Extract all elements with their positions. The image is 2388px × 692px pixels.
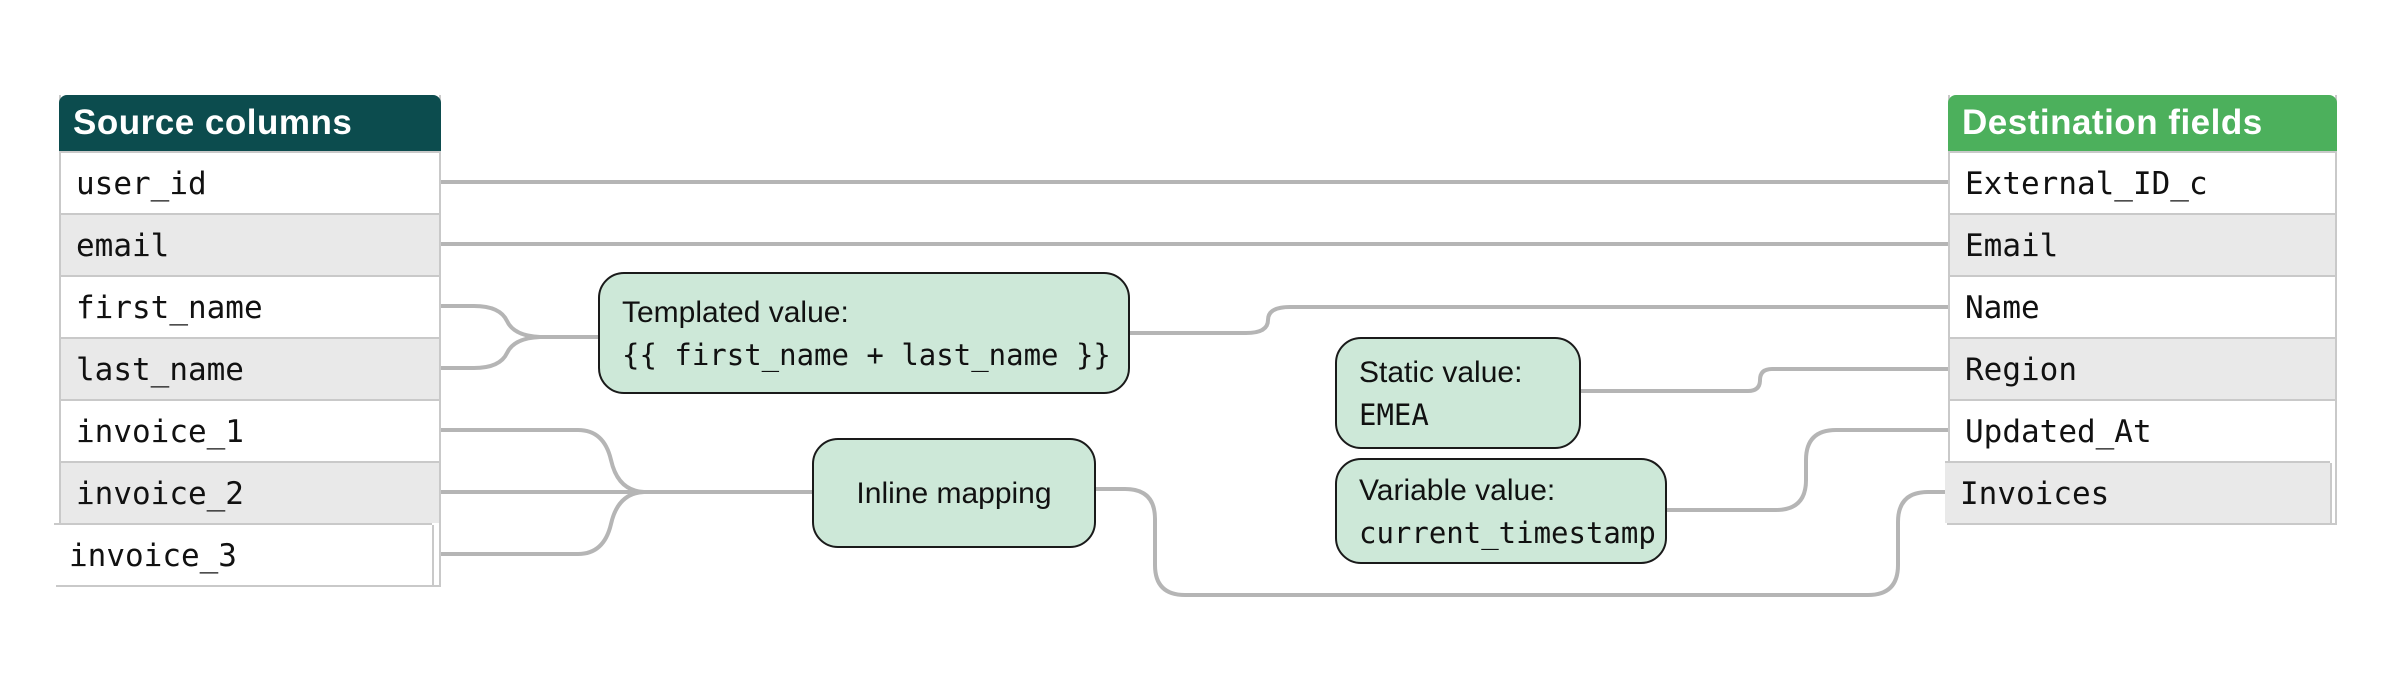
- node-label: Static value:: [1359, 355, 1523, 389]
- table-row: External_ID_c: [1950, 151, 2335, 213]
- connector-first-name-to-templated: [441, 304, 598, 339]
- transform-node-variable-value: Variable value: current_timestamp: [1335, 458, 1667, 564]
- node-label: Variable value:: [1359, 473, 1556, 507]
- table-row: invoice_3: [54, 523, 432, 585]
- connector-templated-to-name: [1130, 305, 1948, 335]
- table-row: Region: [1950, 337, 2335, 399]
- table-row: Name: [1950, 275, 2335, 337]
- destination-table: Destination fields External_ID_c Email N…: [1945, 95, 2337, 525]
- connector-last-name-to-templated: [441, 335, 598, 370]
- node-code: current_timestamp: [1359, 515, 1656, 550]
- node-code: {{ first_name + last_name }}: [622, 337, 1111, 372]
- connector-variable-to-updated-at: [1667, 428, 1948, 512]
- node-label: Templated value:: [622, 295, 849, 329]
- node-label: Inline mapping: [856, 476, 1052, 510]
- connector-invoice-1-to-inline: [441, 428, 812, 494]
- source-table-title: Source columns: [59, 95, 441, 151]
- node-code: EMEA: [1359, 397, 1429, 432]
- connector-inline-to-invoices: [1096, 487, 1948, 597]
- transform-node-templated-value: Templated value: {{ first_name + last_na…: [598, 272, 1130, 394]
- table-row: Email: [1950, 213, 2335, 275]
- table-row: Updated_At: [1950, 399, 2335, 461]
- table-row: Invoices: [1945, 461, 2330, 523]
- transform-node-inline-mapping: Inline mapping: [812, 438, 1096, 548]
- destination-table-title: Destination fields: [1948, 95, 2337, 151]
- table-row: invoice_1: [61, 399, 439, 461]
- table-row: user_id: [61, 151, 439, 213]
- connector-invoice-3-to-inline: [441, 490, 812, 556]
- table-row: email: [61, 213, 439, 275]
- table-row: first_name: [61, 275, 439, 337]
- table-row: last_name: [61, 337, 439, 399]
- transform-node-static-value: Static value: EMEA: [1335, 337, 1581, 449]
- table-row: invoice_2: [61, 461, 439, 523]
- source-table: Source columns user_id email first_name …: [54, 95, 441, 587]
- connector-static-to-region: [1581, 367, 1948, 393]
